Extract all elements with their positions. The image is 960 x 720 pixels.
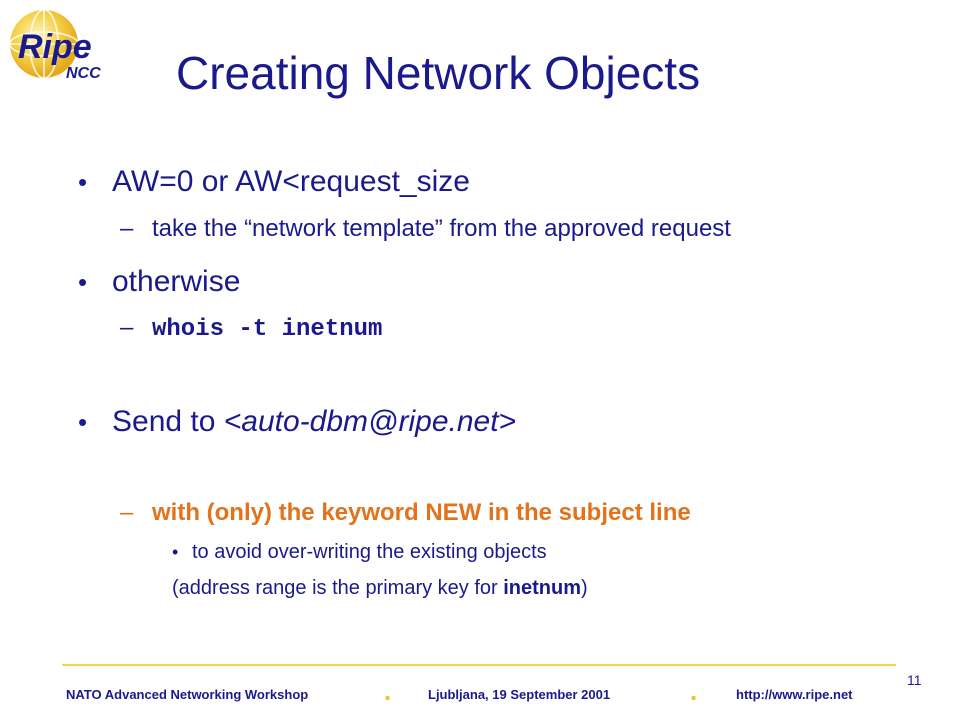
slide-title: Creating Network Objects: [176, 47, 701, 99]
bullet-text: otherwise: [112, 265, 241, 298]
bullet-marker: •: [78, 407, 88, 437]
footer-url[interactable]: http://www.ripe.net: [736, 687, 853, 702]
note-suffix: ): [581, 577, 588, 599]
note-prefix: (address range is the primary key for: [172, 577, 504, 599]
bullet-otherwise: • otherwise: [78, 265, 240, 299]
bullet-aw-condition: • AW=0 or AW<request_size: [78, 165, 470, 199]
sub-bullet-whois-command: – whois -t inetnum: [120, 314, 382, 343]
bullet-text: Send to: [112, 405, 224, 438]
sub-bullet-text: take the “network template” from the app…: [152, 215, 731, 242]
footer-rule: [62, 664, 896, 666]
logo-secondary-text: NCC: [66, 65, 101, 82]
bullet-text: AW=0 or AW<request_size: [112, 165, 470, 198]
keyword-new-text: with (only) the keyword NEW in the subje…: [152, 499, 691, 526]
bullet-marker: •: [172, 542, 179, 562]
note-keyword: inetnum: [503, 577, 582, 599]
bullet-send-to: • Send to <auto-dbm@ripe.net>: [78, 405, 516, 439]
footer-separator-dot: .: [384, 676, 392, 706]
sub-bullet-network-template: – take the “network template” from the a…: [120, 215, 731, 243]
sub-sub-bullet-avoid-overwrite: • to avoid over-writing the existing obj…: [172, 541, 547, 564]
whois-command: whois -t inetnum: [152, 316, 383, 343]
footer-location-date: Ljubljana, 19 September 2001: [428, 687, 611, 702]
bullet-marker: •: [78, 167, 88, 197]
footer-event: NATO Advanced Networking Workshop: [66, 687, 309, 702]
ripe-ncc-logo: Ripe NCC: [9, 9, 101, 82]
primary-key-note: (address range is the primary key for in…: [172, 577, 588, 600]
page-number: 11: [907, 672, 922, 688]
footer-separator-dot: .: [690, 676, 698, 706]
sub-sub-bullet-text: to avoid over-writing the existing objec…: [192, 541, 547, 563]
dash-marker: –: [120, 499, 134, 526]
sub-bullet-keyword-new: – with (only) the keyword NEW in the sub…: [120, 499, 691, 527]
logo-primary-text: Ripe: [18, 28, 92, 66]
dash-marker: –: [120, 314, 134, 341]
dash-marker: –: [120, 215, 134, 242]
bullet-marker: •: [78, 267, 88, 297]
email-address: <auto-dbm@ripe.net>: [223, 405, 517, 438]
